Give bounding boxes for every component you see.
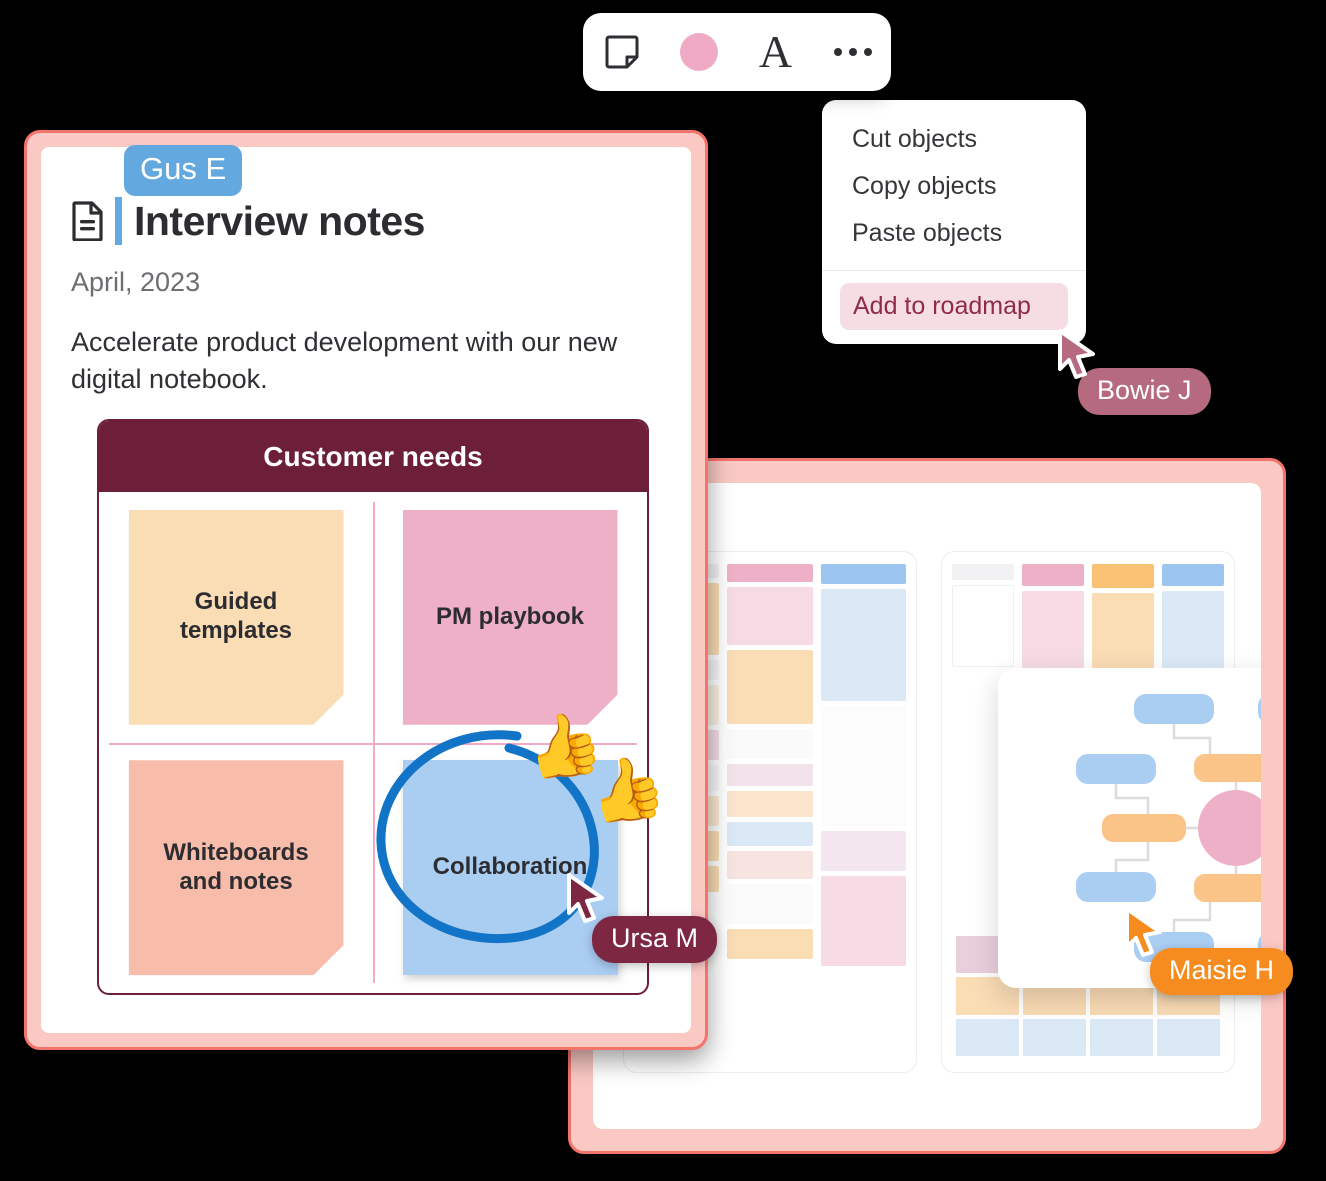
roadmap-block xyxy=(727,851,813,879)
sticky-note[interactable]: Whiteboards and notes xyxy=(128,760,344,976)
mindmap-leaf-node xyxy=(1076,872,1156,902)
mindmap-branch-node xyxy=(1194,754,1261,782)
roadmap-block xyxy=(952,585,1014,667)
text-caret xyxy=(115,197,122,245)
document-icon xyxy=(72,201,103,241)
matrix-cell-top-left: Guided templates xyxy=(99,492,373,743)
matrix-cell-bottom-left: Whiteboards and notes xyxy=(99,743,373,994)
roadmap-block xyxy=(1162,564,1224,586)
table-cell xyxy=(1090,1018,1153,1056)
mindmap-center-node xyxy=(1198,790,1261,866)
document-date: April, 2023 xyxy=(71,267,201,297)
roadmap-block xyxy=(727,884,813,924)
sticky-note-tool[interactable] xyxy=(594,24,650,80)
color-tool[interactable] xyxy=(671,24,727,80)
roadmap-column xyxy=(727,564,813,1060)
ellipsis-icon xyxy=(833,48,872,56)
roadmap-block xyxy=(1022,564,1084,586)
roadmap-block xyxy=(820,831,906,871)
sticky-note-icon xyxy=(605,35,638,69)
roadmap-block xyxy=(727,791,813,817)
roadmap-block xyxy=(727,822,813,846)
mindmap-leaf-node xyxy=(1258,698,1261,720)
table-cell xyxy=(1023,1018,1086,1056)
text-tool-label: A xyxy=(758,26,793,77)
table-cell xyxy=(956,1018,1019,1056)
cursor-label-gus-e: Gus E xyxy=(124,145,243,196)
menu-item-copy-objects[interactable]: Copy objects xyxy=(852,172,997,200)
roadmap-mini-table xyxy=(956,936,1220,1056)
menu-item-cut-objects[interactable]: Cut objects xyxy=(852,125,978,153)
roadmap-block xyxy=(820,589,906,701)
roadmap-block xyxy=(727,729,813,759)
menu-item-paste-objects[interactable]: Paste objects xyxy=(852,219,1003,247)
table-row xyxy=(956,1018,1220,1056)
more-tool[interactable] xyxy=(825,24,881,80)
roadmap-column xyxy=(952,564,1014,922)
color-swatch-icon xyxy=(679,33,718,71)
roadmap-block xyxy=(727,929,813,959)
document-body: Accelerate product development with our … xyxy=(71,327,618,394)
matrix-title: Customer needs xyxy=(99,421,647,492)
table-row xyxy=(956,977,1220,1015)
roadmap-block xyxy=(727,764,813,786)
mindmap-diagram xyxy=(1076,694,1261,962)
matrix-horizontal-divider xyxy=(109,742,637,745)
floating-toolbar[interactable]: A xyxy=(583,13,891,91)
mindmap-leaf-node xyxy=(1076,754,1156,784)
page-title: Interview notes xyxy=(134,197,425,244)
roadmap-block xyxy=(820,564,906,584)
roadmap-block xyxy=(820,876,906,966)
sticky-note[interactable]: PM playbook xyxy=(402,509,618,725)
roadmap-block xyxy=(727,564,813,582)
text-tool[interactable]: A xyxy=(748,24,804,80)
thumbs-up-reaction: 👍 xyxy=(581,748,672,833)
roadmap-block xyxy=(952,564,1014,580)
cursor-label-bowie-j: Bowie J xyxy=(1078,368,1211,415)
document-title-row: Interview notes xyxy=(71,197,661,245)
cursor-label-ursa-m: Ursa M xyxy=(592,916,717,963)
roadmap-block xyxy=(727,650,813,724)
table-cell xyxy=(1157,1018,1220,1056)
sticky-note[interactable]: Collaboration xyxy=(402,760,618,976)
interview-notes-card[interactable]: Interview notes April, 2023 Accelerate p… xyxy=(24,130,708,1050)
cursor-label-maisie-h: Maisie H xyxy=(1150,948,1294,995)
menu-divider xyxy=(822,270,1086,271)
mindmap-card[interactable] xyxy=(998,668,1261,988)
roadmap-block xyxy=(1092,564,1154,588)
mindmap-leaf-node xyxy=(1134,694,1214,724)
roadmap-column xyxy=(820,564,906,1060)
sticky-note[interactable]: Guided templates xyxy=(128,509,344,725)
roadmap-block xyxy=(727,587,813,645)
roadmap-block xyxy=(820,706,906,826)
mindmap-branch-node xyxy=(1102,814,1186,842)
context-menu[interactable]: Cut objects Copy objects Paste objects A… xyxy=(822,100,1086,344)
matrix-cell-top-right: PM playbook xyxy=(373,492,647,743)
mindmap-branch-node xyxy=(1194,874,1261,902)
roadmap-panel-right[interactable] xyxy=(941,551,1235,1073)
menu-item-add-to-roadmap[interactable]: Add to roadmap xyxy=(840,283,1068,330)
customer-needs-matrix[interactable]: Customer needs Guided templates PM playb… xyxy=(97,419,649,995)
